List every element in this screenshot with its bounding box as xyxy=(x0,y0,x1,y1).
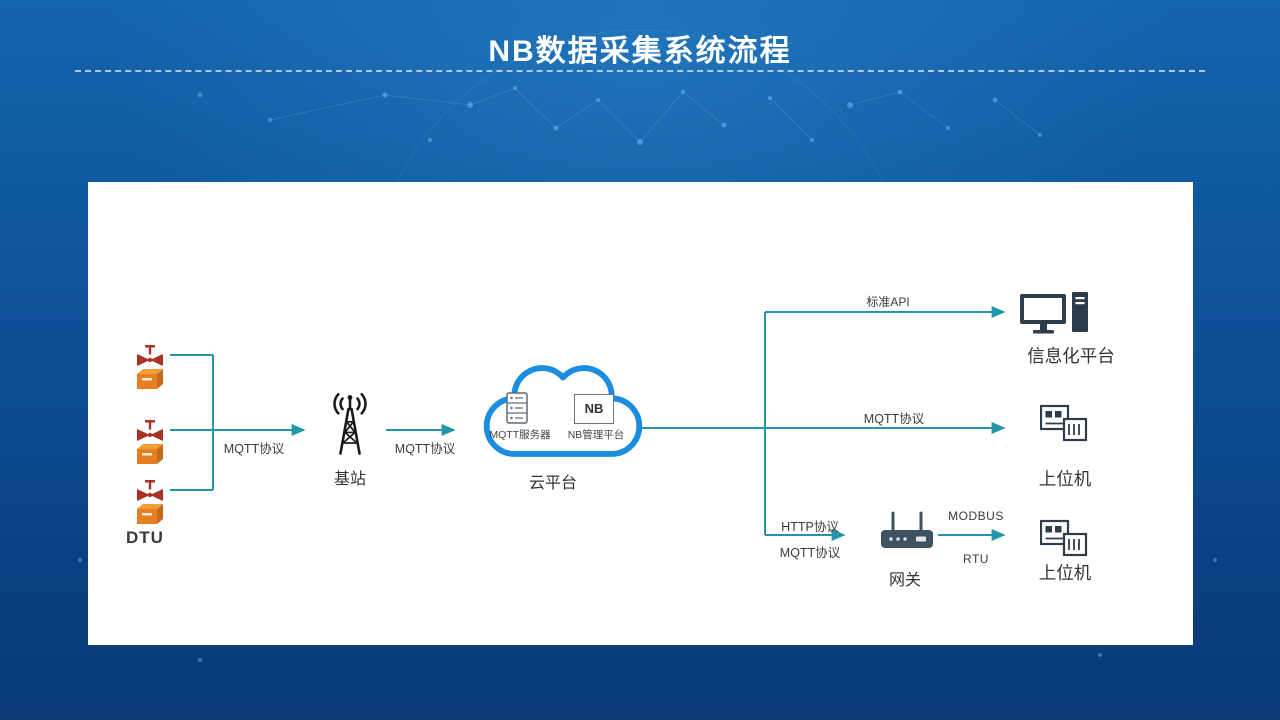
station-label: 基站 xyxy=(333,471,367,488)
title-divider xyxy=(75,70,1205,72)
slide-title: NB数据采集系统流程 xyxy=(488,35,792,68)
nb-platform-label: NB管理平台 xyxy=(567,429,625,441)
diagram-panel: DTU MQTT协议 基站 MQTT协议 xyxy=(88,182,1193,645)
host-plc-icon xyxy=(1040,404,1088,442)
edge-label-mqtt-dtu: MQTT协议 xyxy=(223,442,285,456)
connector-lines xyxy=(170,306,1006,541)
edge-label-mqtt-gateway: MQTT协议 xyxy=(779,546,841,560)
cloud-label: 云平台 xyxy=(528,475,578,492)
connector-dtu-bus xyxy=(170,354,214,491)
decoration-lines xyxy=(269,87,1041,143)
dtu-device-icon xyxy=(137,480,163,524)
host-bottom-label: 上位机 xyxy=(1038,563,1092,583)
edge-label-modbus: MODBUS xyxy=(948,509,1004,523)
edge-label-http: HTTP协议 xyxy=(781,520,839,534)
gateway-label: 网关 xyxy=(888,572,922,589)
host-mid-label: 上位机 xyxy=(1038,469,1092,489)
nb-badge: NB xyxy=(574,394,614,424)
mqtt-server-icon xyxy=(506,392,528,424)
cloud-icon xyxy=(483,365,643,457)
dtu-device-icon xyxy=(137,420,163,464)
edge-label-standard-api: 标准API xyxy=(866,295,910,309)
host-plc-icon xyxy=(1040,519,1088,557)
gateway-router-icon xyxy=(881,511,933,548)
dtu-label: DTU xyxy=(126,528,164,547)
base-station-icon xyxy=(333,392,367,455)
edge-label-mqtt-station: MQTT协议 xyxy=(394,442,456,456)
info-platform-label: 信息化平台 xyxy=(1027,346,1115,366)
dtu-device-icon xyxy=(137,345,163,389)
edge-label-mqtt-host: MQTT协议 xyxy=(863,412,925,426)
mqtt-server-label: MQTT服务器 xyxy=(489,429,551,441)
edge-label-rtu: RTU xyxy=(963,552,989,566)
info-platform-computer-icon xyxy=(1020,292,1088,334)
